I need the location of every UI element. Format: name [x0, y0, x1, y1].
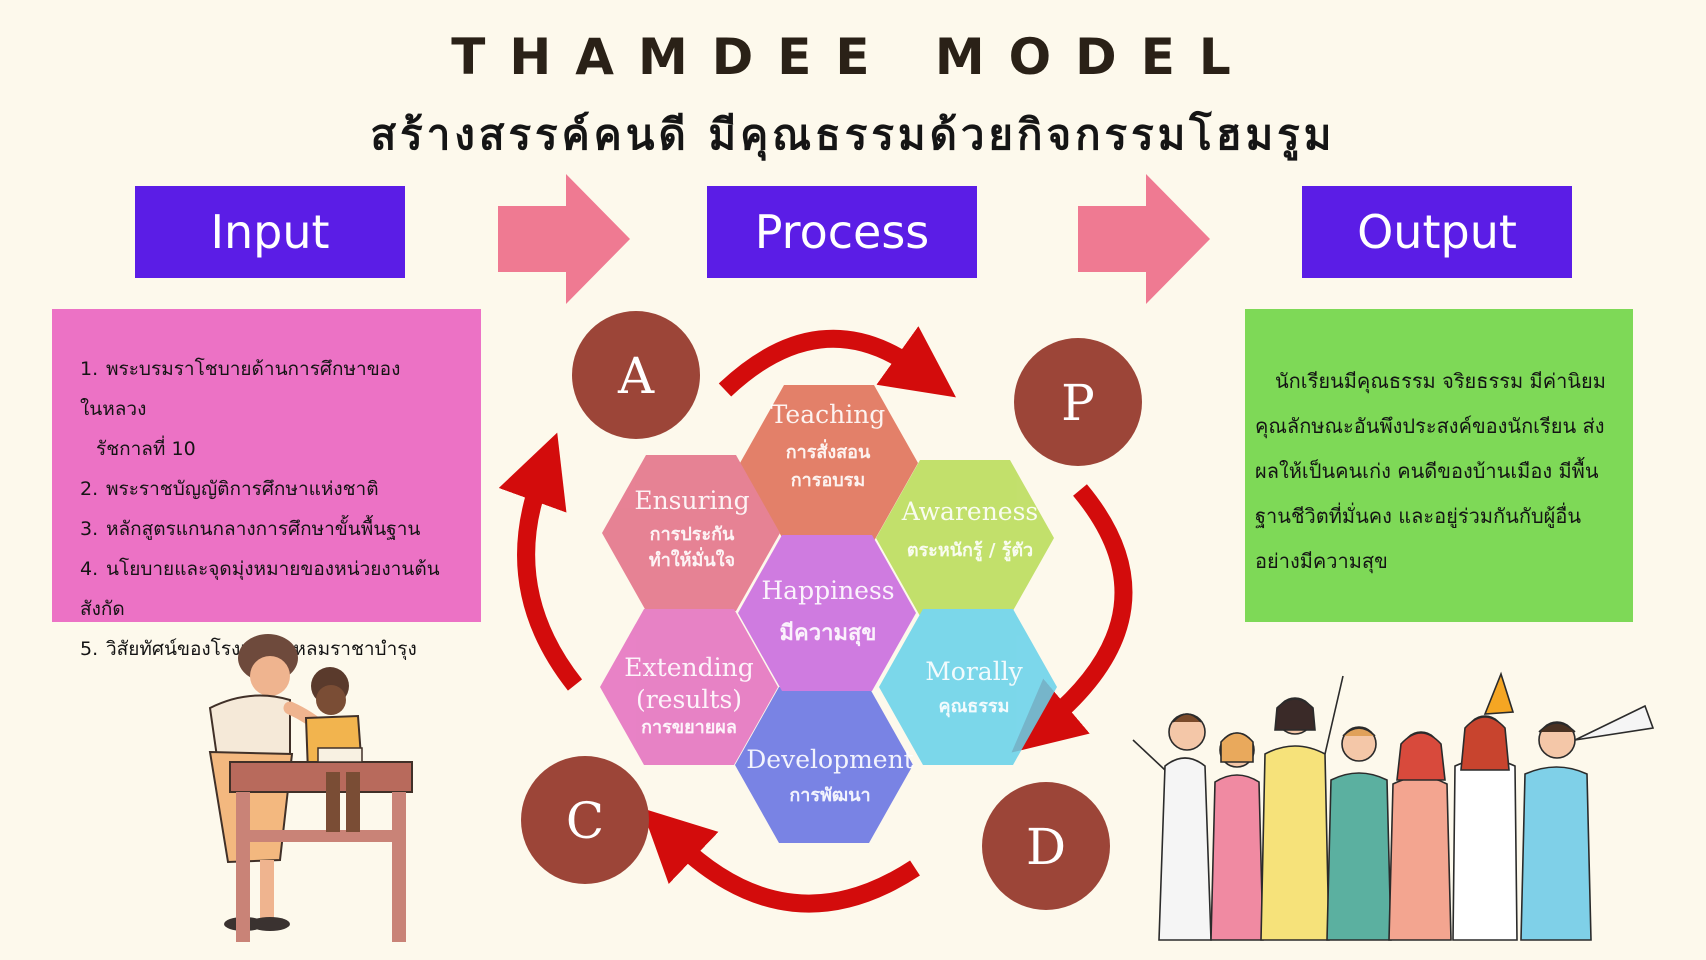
- phase-circle-p: [1014, 338, 1142, 466]
- phase-circle-d: [982, 782, 1110, 910]
- curved-arrow-icon: [498, 432, 583, 691]
- curved-arrow-icon: [641, 808, 920, 913]
- process-stage-label: Process: [707, 186, 977, 278]
- phase-label-a: A: [617, 347, 655, 405]
- ensuring-hexagon: [602, 455, 780, 611]
- input-item: 3.หลักสูตรแกนกลางการศึกษาขั้นพื้นฐาน: [80, 518, 421, 540]
- output-description: นักเรียนมีคุณธรรม จริยธรรม มีค่านิยม คุณ…: [1255, 369, 1606, 573]
- input-list: 1.พระบรมราโชบายด้านการศึกษาของในหลวงรัชก…: [80, 349, 463, 669]
- phase-circle-a: [572, 311, 700, 439]
- phase-label-d: D: [1026, 818, 1066, 876]
- phase-label-p: P: [1061, 374, 1095, 432]
- morally-thai: คุณธรรม: [939, 696, 1010, 718]
- phase-label-c: C: [566, 792, 604, 850]
- awareness-hexagon: [876, 460, 1054, 616]
- teacher-student-illustration: [208, 634, 413, 942]
- development-hexagon: [735, 687, 913, 843]
- morally-label: Morally: [925, 657, 1023, 686]
- input-stage-label: Input: [135, 186, 405, 278]
- teaching-label: Teaching: [771, 400, 886, 429]
- input-panel: 1.พระบรมราโชบายด้านการศึกษาของในหลวงรัชก…: [52, 309, 481, 660]
- curved-arrow-icon: [718, 326, 956, 398]
- extending-label-results: (results): [636, 685, 742, 714]
- right-arrow-icon: [498, 174, 630, 304]
- happiness-thai: มีความสุข: [780, 621, 877, 647]
- teaching-thai-1: การสั่งสอน: [786, 439, 871, 463]
- happiness-hexagon: [738, 535, 916, 691]
- ensuring-thai-1: การประกัน: [650, 524, 735, 545]
- model-subtitle: สร้างสรรค์คนดี มีคุณธรรมด้วยกิจกรรมโฮมรู…: [370, 110, 1336, 159]
- model-title: THAMDEE MODEL: [451, 28, 1255, 86]
- awareness-label: Awareness: [901, 497, 1039, 526]
- pdca-cycle-diagram: A P D C Teaching การสั่งสอน การอบรม Ensu…: [498, 311, 1142, 913]
- morally-hexagon: [879, 609, 1057, 765]
- celebrating-people-illustration: [1132, 671, 1655, 941]
- happiness-label: Happiness: [761, 576, 894, 605]
- output-stage-label: Output: [1302, 186, 1572, 278]
- phase-circle-c: [521, 756, 649, 884]
- awareness-thai: ตระหนักรู้ / รู้ตัว: [907, 540, 1033, 562]
- teaching-hexagon: [740, 385, 918, 541]
- ensuring-label: Ensuring: [634, 486, 749, 515]
- input-item: 4.นโยบายและจุดมุ่งหมายของหน่วยงานต้นสังก…: [80, 558, 440, 620]
- development-label: Development: [746, 745, 913, 774]
- right-arrow-icon: [1078, 174, 1210, 304]
- curved-arrow-icon: [1011, 484, 1133, 753]
- extending-label: Extending: [624, 653, 753, 682]
- extending-hexagon: [600, 609, 778, 765]
- extending-thai: การขยายผล: [641, 717, 737, 738]
- input-item: 2.พระราชบัญญัติการศึกษาแห่งชาติ: [80, 478, 379, 500]
- input-item: 1.พระบรมราโชบายด้านการศึกษาของในหลวงรัชก…: [80, 358, 401, 460]
- output-panel: นักเรียนมีคุณธรรม จริยธรรม มีค่านิยม คุณ…: [1245, 309, 1633, 622]
- development-thai: การพัฒนา: [789, 785, 870, 806]
- ensuring-thai-2: ทำให้มั่นใจ: [649, 547, 735, 571]
- teaching-thai-2: การอบรม: [791, 470, 865, 491]
